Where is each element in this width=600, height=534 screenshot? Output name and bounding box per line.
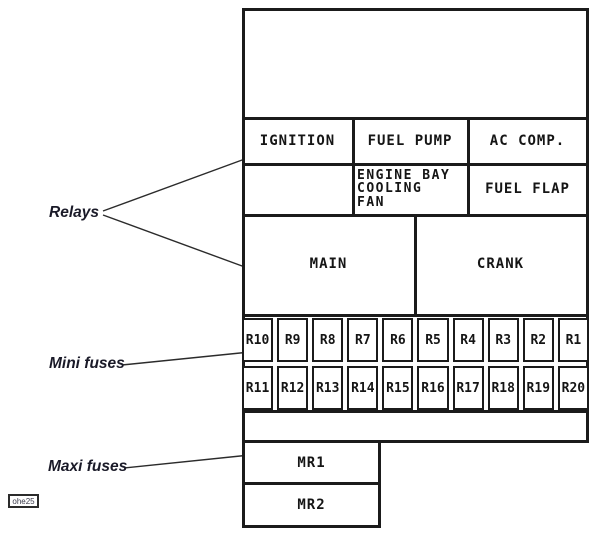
panel-divider <box>467 117 470 215</box>
fuse-r19: R19 <box>522 366 554 410</box>
fuse-r4: R4 <box>452 318 484 362</box>
ref-code-box: ohe25 <box>8 494 39 508</box>
fuse-r20: R20 <box>557 366 589 410</box>
panel-divider <box>243 410 588 413</box>
panel-divider <box>414 214 417 316</box>
ref-code: ohe25 <box>12 496 35 506</box>
fuse-r2: R2 <box>522 318 554 362</box>
relay-fuel-flap: FUEL FLAP <box>485 180 570 197</box>
mini-fuse-row-1: R10 R9 R8 R7 R6 R5 R4 R3 R2 R1 <box>242 318 589 362</box>
mini-fuses-label: Mini fuses <box>49 355 125 372</box>
panel-divider <box>352 117 355 215</box>
panel-divider <box>243 163 588 166</box>
fuse-r6: R6 <box>382 318 414 362</box>
fuse-r13: R13 <box>312 366 344 410</box>
fuse-r17: R17 <box>452 366 484 410</box>
fuse-r14: R14 <box>347 366 379 410</box>
relay-ignition: IGNITION <box>259 132 336 149</box>
mini-fuse-zone: R10 R9 R8 R7 R6 R5 R4 R3 R2 R1 R11 R12 R… <box>242 318 589 410</box>
fuse-r3: R3 <box>487 318 519 362</box>
fuse-r7: R7 <box>347 318 379 362</box>
maxi-fuse-mr2: MR2 <box>242 482 381 528</box>
relay-ac-comp: AC COMP. <box>489 132 566 149</box>
mini-fuse-row-2: R11 R12 R13 R14 R15 R16 R17 R18 R19 R20 <box>242 366 589 410</box>
fuse-r16: R16 <box>417 366 449 410</box>
cooling-fan-line-2: COOLING <box>357 181 423 197</box>
cooling-fan-line-1: ENGINE BAY <box>357 167 451 183</box>
fuse-r11: R11 <box>242 366 274 410</box>
fuse-r5: R5 <box>417 318 449 362</box>
fuse-r10: R10 <box>242 318 274 362</box>
fuse-r18: R18 <box>487 366 519 410</box>
maxi-fuse-mr1: MR1 <box>242 440 381 485</box>
relay-fuel-pump: FUEL PUMP <box>367 132 453 149</box>
relay-engine-bay-cooling-fan: ENGINE BAY COOLING FAN <box>357 166 467 212</box>
fuse-r1: R1 <box>557 318 589 362</box>
relay-main: MAIN <box>309 256 348 272</box>
fuse-r8: R8 <box>312 318 344 362</box>
fuse-r9: R9 <box>277 318 309 362</box>
maxi-fuses-label: Maxi fuses <box>48 458 128 475</box>
panel-divider <box>243 117 588 120</box>
fuse-r15: R15 <box>382 366 414 410</box>
relay-crank: CRANK <box>476 256 525 272</box>
relays-label: Relays <box>49 204 99 221</box>
cooling-fan-line-3: FAN <box>357 194 385 210</box>
fuse-r12: R12 <box>277 366 309 410</box>
